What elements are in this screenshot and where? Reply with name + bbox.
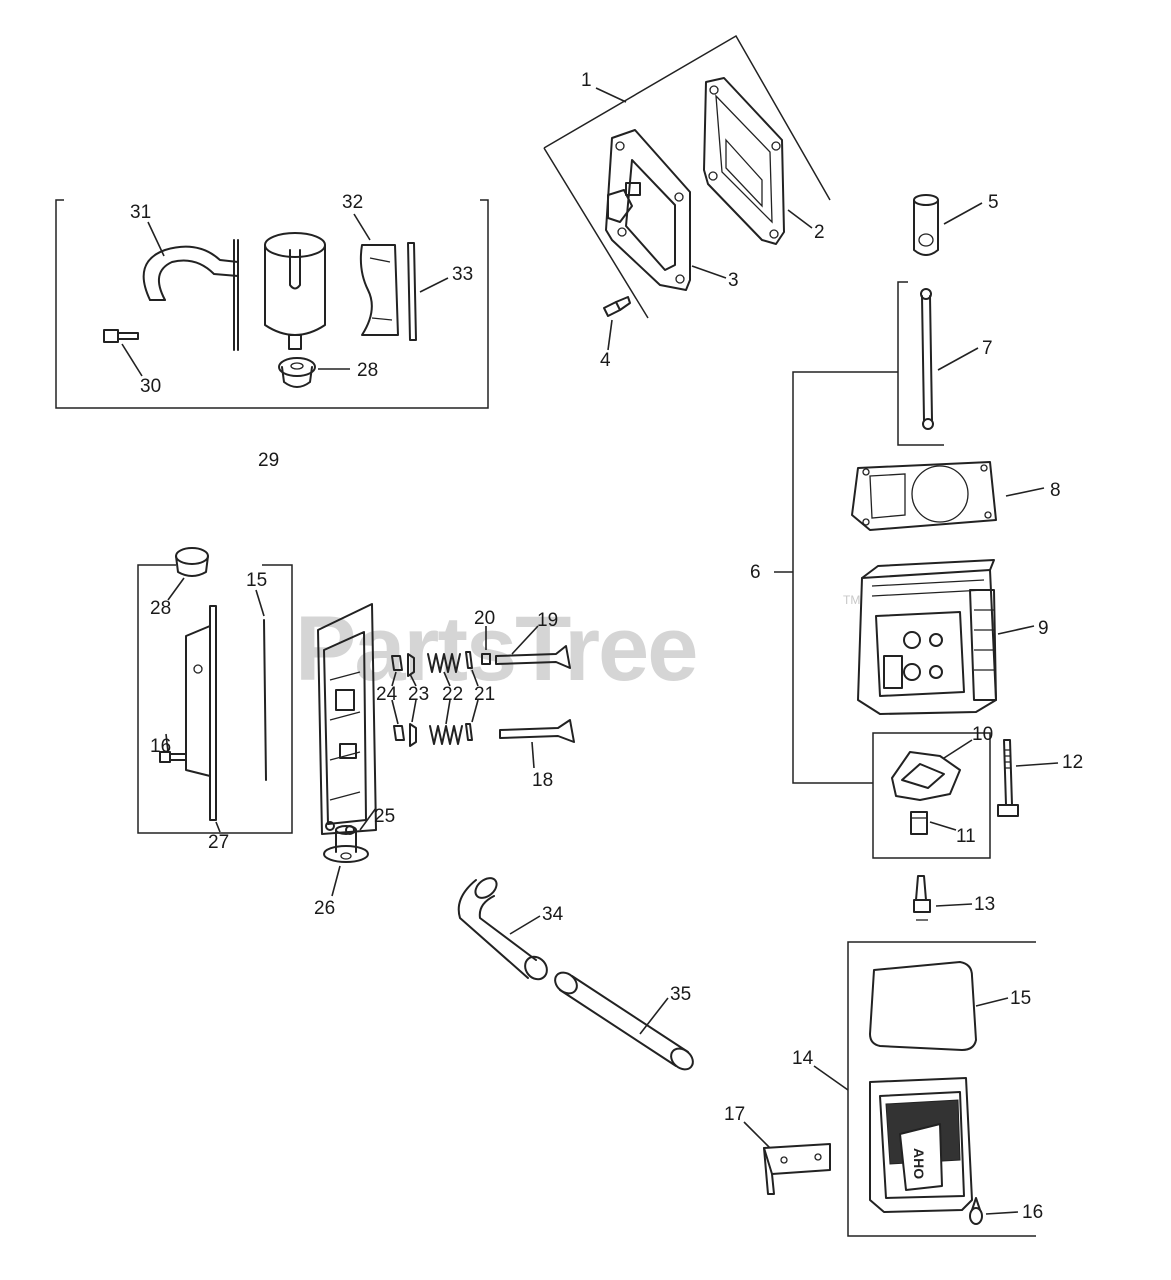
callout-24: 24 (376, 684, 398, 705)
oil-fill-tube-group (137, 547, 293, 834)
part-16-nut (969, 1197, 983, 1225)
callout-27: 27 (208, 832, 229, 853)
part-14-valve-cover: AHO (869, 1077, 973, 1213)
part-35-breather-tube (554, 971, 694, 1071)
part-20-cap (481, 653, 491, 665)
kit-bracket-14 (847, 941, 1036, 1237)
callout-9: 9 (1038, 618, 1049, 639)
part-28-plug (175, 547, 209, 577)
part-9-cylinder-head (857, 559, 997, 715)
part-33-strip (407, 242, 417, 341)
part-18-valve (499, 719, 575, 743)
callout-33: 33 (452, 264, 473, 285)
callout-labels: 1 2 3 4 5 6 7 8 9 10 11 12 13 14 15 15 1… (130, 70, 1083, 1223)
part-30-screw (103, 329, 139, 343)
callout-16-screw: 16 (150, 736, 171, 757)
callout-34: 34 (542, 904, 564, 925)
rocker-bracket (872, 732, 991, 859)
callout-16-nut: 16 (1022, 1202, 1043, 1223)
part-16-screw (159, 751, 187, 763)
callout-26: 26 (314, 898, 335, 919)
callout-6: 6 (750, 562, 761, 583)
part-28-grommet (278, 357, 316, 388)
callout-19: 19 (537, 610, 558, 631)
callout-12: 12 (1062, 752, 1083, 773)
kit-bracket-1 (543, 34, 831, 201)
part-5-bushing (913, 194, 939, 256)
callout-17: 17 (724, 1104, 745, 1125)
part-10-rocker-arm (891, 751, 961, 801)
part-24-keeper-upper (391, 655, 403, 671)
part-25-cylinder-head-side (317, 603, 377, 835)
callout-25: 25 (374, 806, 395, 827)
kit-bracket-27 (137, 564, 293, 834)
cylinder-head-group (774, 194, 1059, 921)
part-15-dipstick (263, 619, 267, 781)
callout-13: 13 (974, 894, 995, 915)
callout-29: 29 (258, 450, 279, 471)
part-15-gasket (869, 961, 977, 1051)
callout-32: 32 (342, 192, 363, 213)
valve-cover-group: AHO (813, 941, 1036, 1237)
part-31-clamp (142, 239, 239, 351)
callout-8: 8 (1050, 480, 1061, 501)
callout-15-gasket: 15 (1010, 988, 1031, 1009)
callout-28-plug: 28 (150, 598, 171, 619)
part-22-spring-lower (429, 725, 463, 745)
callout-23: 23 (408, 684, 429, 705)
callout-1: 1 (581, 70, 592, 91)
callout-15-dipstick: 15 (246, 570, 267, 591)
callout-20: 20 (474, 608, 495, 629)
callout-14: 14 (792, 1048, 814, 1069)
kit-bracket-6 (792, 371, 898, 784)
part-13-stud (913, 875, 931, 921)
part-22-spring-upper (427, 653, 461, 673)
part-8-head-gasket (851, 461, 997, 531)
callout-22: 22 (442, 684, 463, 705)
callout-21: 21 (474, 684, 495, 705)
part-34-breather-hose (457, 877, 548, 981)
part-7-push-rod (920, 288, 934, 430)
part-4-screw (603, 296, 631, 317)
valve-cover-lettering: AHO (911, 1148, 927, 1179)
part-17-bracket (763, 1143, 831, 1195)
callout-31: 31 (130, 202, 151, 223)
part-21-seal-upper (465, 651, 473, 669)
part-23-retainer-upper (407, 653, 415, 677)
part-12-head-bolt (997, 739, 1019, 817)
part-21-seal-lower (465, 723, 473, 741)
callout-7: 7 (982, 338, 993, 359)
callout-10: 10 (972, 724, 993, 745)
part-3-breather-cover (605, 129, 691, 291)
callout-28-grommet: 28 (357, 360, 378, 381)
part-32-bracket (359, 244, 399, 336)
part-19-valve (495, 645, 571, 669)
callout-4: 4 (600, 350, 611, 371)
part-24-keeper-lower (393, 725, 405, 741)
callout-30: 30 (140, 376, 161, 397)
callout-18: 18 (532, 770, 553, 791)
callout-5: 5 (988, 192, 999, 213)
pushrod-bracket (897, 281, 944, 446)
callout-11: 11 (956, 826, 976, 847)
kit-bracket-29 (55, 199, 489, 409)
part-fuel-filter-canister (264, 232, 326, 350)
part-26-breather (323, 825, 369, 863)
valve-train-parts (391, 625, 575, 769)
callout-35: 35 (670, 984, 691, 1005)
callout-2: 2 (814, 222, 825, 243)
watermark-text: PartsTree (295, 598, 696, 700)
fuel-filter-kit-group (55, 199, 489, 409)
watermark-trademark: TM (843, 593, 860, 607)
part-27-tube-plate (185, 605, 217, 821)
part-23-retainer-lower (409, 723, 417, 747)
part-11-pivot (910, 811, 928, 835)
breather-cover-group (543, 34, 831, 351)
part-2-gasket (703, 77, 785, 245)
callout-3: 3 (728, 270, 739, 291)
